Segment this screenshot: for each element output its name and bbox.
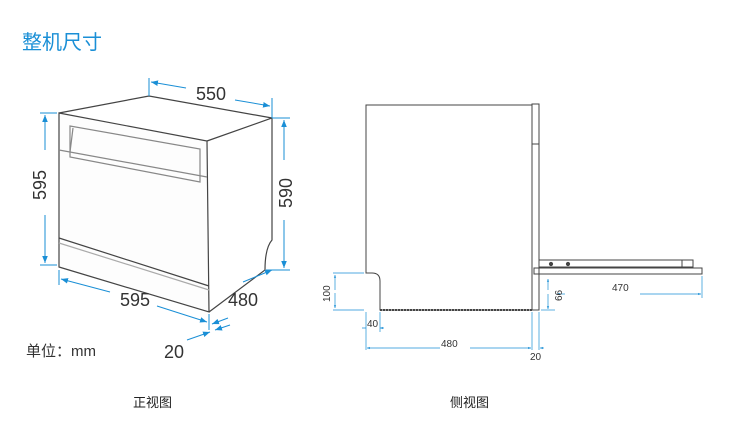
front-view-caption: 正视图	[133, 395, 173, 410]
dim-width-bottom: 595	[120, 290, 151, 310]
dim-side-door: 20	[530, 352, 542, 363]
dim-side-depth: 480	[441, 339, 458, 350]
dim-depth: 480	[228, 290, 259, 310]
dim-open-length: 470	[612, 283, 629, 294]
page-title: 整机尺寸	[22, 32, 102, 54]
side-view-drawing	[365, 103, 703, 311]
dim-open-height: 66	[554, 289, 565, 301]
dim-width-top: 550	[196, 84, 227, 104]
unit-label: 单位：mm	[26, 343, 96, 360]
dim-toe-depth: 40	[367, 319, 379, 330]
dim-height-left: 595	[30, 169, 50, 200]
dim-height-right: 590	[276, 177, 296, 208]
dim-door: 20	[164, 342, 185, 362]
front-view-dimensions	[40, 78, 290, 341]
front-view-drawing	[58, 95, 275, 313]
dim-toe-height: 100	[322, 285, 333, 302]
side-view-caption: 侧视图	[450, 395, 490, 410]
side-view-dimensions	[333, 272, 703, 350]
